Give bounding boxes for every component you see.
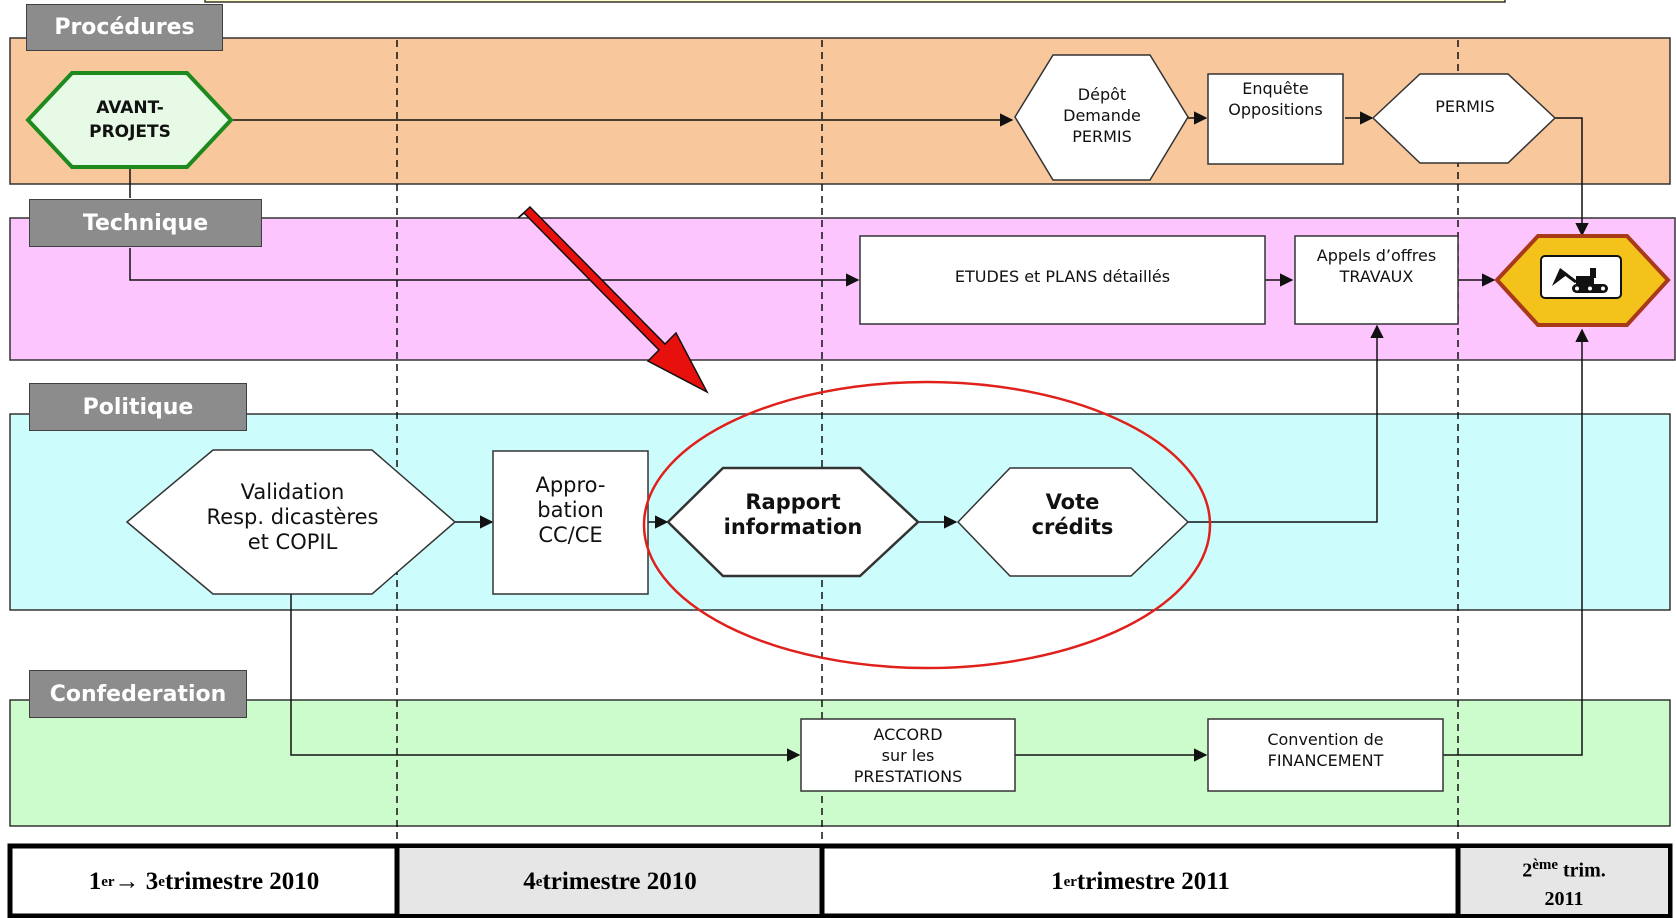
lane-label-confederation: Confederation: [29, 670, 247, 718]
lane-label-politique: Politique: [29, 383, 247, 431]
lane-label-procedures: Procédures: [26, 4, 223, 51]
permis-node[interactable]: [1371, 73, 1557, 164]
enquete-oppositions-node[interactable]: [1207, 73, 1344, 165]
timeline-cell-bg: [1459, 848, 1668, 914]
convention-financement-node[interactable]: [1207, 718, 1444, 792]
appels-offres-node[interactable]: [1294, 235, 1459, 325]
timeline-period-4: 2ème trim. 2011: [1522, 857, 1606, 910]
red-arrow-icon: [517, 205, 709, 394]
avant-projets-start-node[interactable]: [25, 71, 234, 169]
connector: [129, 248, 860, 287]
validation-node[interactable]: [125, 449, 457, 595]
lane-label-technique: Technique: [29, 199, 262, 247]
depot-demande-permis-node[interactable]: [1014, 54, 1189, 181]
timeline-table: [7, 843, 1673, 918]
etudes-plans-node[interactable]: [859, 235, 1266, 325]
connector: [1188, 324, 1384, 523]
rapport-information-node[interactable]: [666, 466, 920, 578]
top-banner: [204, 0, 1506, 3]
timeline-cell-bg: [398, 848, 822, 914]
vote-credits-node[interactable]: [956, 467, 1190, 577]
connector: [1443, 328, 1589, 756]
connector: [1555, 117, 1589, 237]
highlight-ellipse: [642, 380, 1212, 670]
approbation-node[interactable]: [492, 450, 649, 595]
connector: [290, 594, 801, 762]
accord-prestations-node[interactable]: [800, 718, 1016, 792]
excavator-icon: [1540, 255, 1622, 299]
